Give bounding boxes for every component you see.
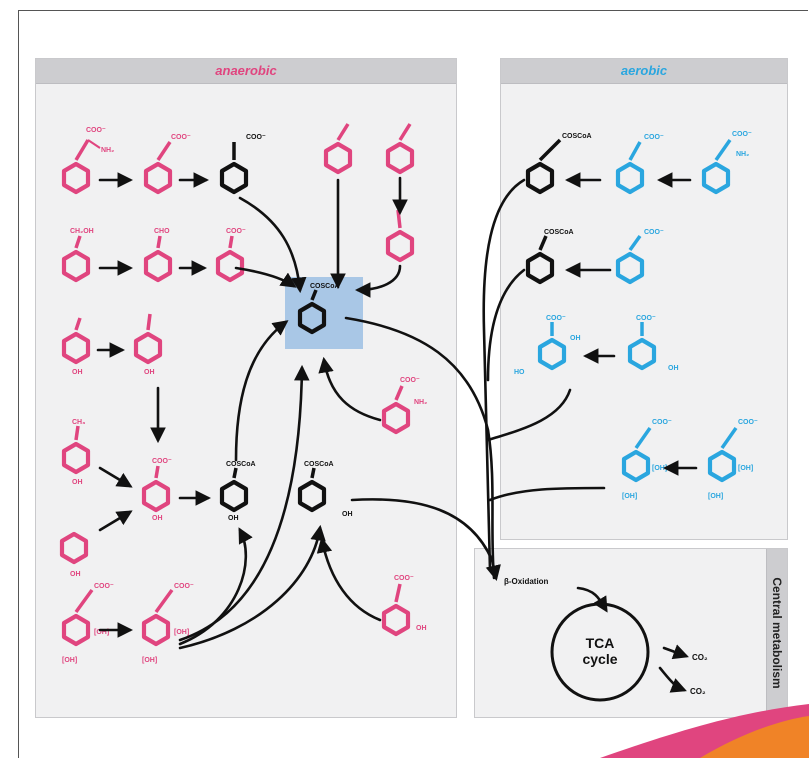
label-coo-14: COO⁻	[636, 315, 656, 322]
m-hydroxybenzoyl-coa-ring	[300, 482, 324, 510]
label-coscoa-4: COSCoA	[562, 133, 592, 140]
tca-label-2: cycle	[582, 651, 617, 667]
label-nh2-2: NH₂	[414, 399, 427, 406]
anaerobic-panel: anaerobic	[35, 58, 457, 718]
label-coo-13: COO⁻	[546, 315, 566, 322]
aerobic-panel: aerobic	[500, 58, 788, 540]
label-oh-bracket-5: [OH]	[652, 465, 667, 472]
aerobic-compounds: COO⁻ COO⁻ NH₂ COO⁻ COO⁻ OH HO COO⁻ OH CO…	[514, 131, 758, 500]
benzoate-ring-1	[218, 252, 242, 280]
toluene-ring	[326, 144, 350, 172]
label-coo-2: COO⁻	[171, 134, 191, 141]
phenylalanine-aerobic-ring	[704, 164, 728, 192]
hydroxybenzoyl-coa-ring	[222, 482, 246, 510]
label-oh-10: OH	[668, 365, 679, 372]
phenylacetate-ring-1	[146, 164, 170, 192]
label-oh-bracket-8: [OH]	[708, 493, 723, 500]
phenylglyoxylate-ring	[222, 164, 246, 192]
label-oh-bracket-4: [OH]	[142, 657, 157, 664]
label-cho: CHO	[154, 228, 170, 235]
p-cresol-ring	[64, 334, 88, 362]
co2-label-1: CO₂	[692, 653, 708, 662]
label-coo-9: COO⁻	[246, 134, 266, 141]
label-coo-4: COO⁻	[152, 458, 172, 465]
pathway-arrows	[96, 172, 698, 693]
anaerobic-header: anaerobic	[36, 59, 456, 84]
homogentisate-ring	[624, 452, 648, 480]
label-oh-1: OH	[72, 369, 83, 376]
label-coo-15: COO⁻	[652, 419, 672, 426]
phenylalanine-ring	[64, 164, 88, 192]
label-oh-4: OH	[152, 515, 163, 522]
label-nh2-1: NH₂	[101, 147, 114, 154]
label-coscoa-5: COSCoA	[544, 229, 574, 236]
label-oh-bracket-2: [OH]	[62, 657, 77, 664]
co2-label-2: CO₂	[690, 687, 706, 696]
label-coo-11: COO⁻	[732, 131, 752, 138]
aminobenzoate-ring	[384, 404, 408, 432]
aerobic-header: aerobic	[501, 59, 787, 84]
p-hydroxybenzoate-ring	[144, 482, 168, 510]
hydroxyphenylacetate-aerobic-ring	[710, 452, 734, 480]
ethylbenzene-ring	[388, 144, 412, 172]
phenylacetate-aerobic-ring	[618, 164, 642, 192]
benzoyl-coa-aerobic-ring	[528, 254, 552, 282]
label-coo-1: COO⁻	[86, 127, 106, 134]
p-cresol-ring-2	[64, 444, 88, 472]
tca-cycle-circle	[550, 602, 650, 702]
label-oh-8: OH	[342, 511, 353, 518]
label-coscoa-1: COSCoA	[310, 283, 340, 290]
label-coo-3: COO⁻	[226, 228, 246, 235]
tca-label-1: TCA	[586, 635, 615, 651]
central-metabolism-header: Central metabolism	[766, 549, 787, 717]
label-coo-5: COO⁻	[94, 583, 114, 590]
gentisate-ring	[540, 340, 564, 368]
label-coo-7: COO⁻	[400, 377, 420, 384]
label-coo-16: COO⁻	[738, 419, 758, 426]
beta-oxidation-label: β-Oxidation	[504, 577, 549, 586]
label-coo-8: COO⁻	[394, 575, 414, 582]
phenol-ring	[62, 534, 86, 562]
benzyl-alcohol-ring	[64, 252, 88, 280]
label-coo-12: COO⁻	[644, 229, 664, 236]
anaerobic-compounds: COO⁻ NH₂ COO⁻ CH₂OH CHO COO⁻ OH OH CH₃ O…	[62, 123, 427, 664]
label-coo-6: COO⁻	[174, 583, 194, 590]
label-ho-1: HO	[514, 369, 525, 376]
benzaldehyde-ring	[146, 252, 170, 280]
label-oh-3: OH	[72, 479, 83, 486]
m-hydroxybenzoate-ring	[384, 606, 408, 634]
label-coscoa-3: COSCoA	[304, 461, 334, 468]
accent-swoosh-orange	[700, 716, 809, 758]
hydroxyphenylacetate-ring-2	[144, 616, 168, 644]
label-oh-9: OH	[570, 335, 581, 342]
label-nh2-3: NH₂	[736, 151, 749, 158]
label-oh-6: OH	[416, 625, 427, 632]
label-ch3: CH₃	[72, 419, 85, 426]
label-oh-bracket-6: [OH]	[622, 493, 637, 500]
label-oh-2: OH	[144, 369, 155, 376]
benzoate-aerobic-ring	[618, 254, 642, 282]
label-oh-5: OH	[70, 571, 81, 578]
label-oh-bracket-3: [OH]	[174, 629, 189, 636]
label-oh-bracket-1: [OH]	[94, 629, 109, 636]
hydroxyphenylacetate-ring	[64, 616, 88, 644]
figure-frame	[18, 10, 808, 758]
label-ch2oh: CH₂OH	[70, 228, 94, 235]
label-coo-10: COO⁻	[644, 134, 664, 141]
phenylacetyl-coa-ring	[528, 164, 552, 192]
label-coscoa-2: COSCoA	[226, 461, 256, 468]
label-oh-bracket-7: [OH]	[738, 465, 753, 472]
common-intermediates: COO⁻ COSCoA COSCoA OH COSCoA OH COSCoA C…	[222, 133, 592, 522]
m-hydroxybenzoate-aerobic-ring	[630, 340, 654, 368]
p-hydroxybenzaldehyde-ring	[136, 334, 160, 362]
acetophenone-ring	[388, 232, 412, 260]
label-oh-7: OH	[228, 515, 239, 522]
